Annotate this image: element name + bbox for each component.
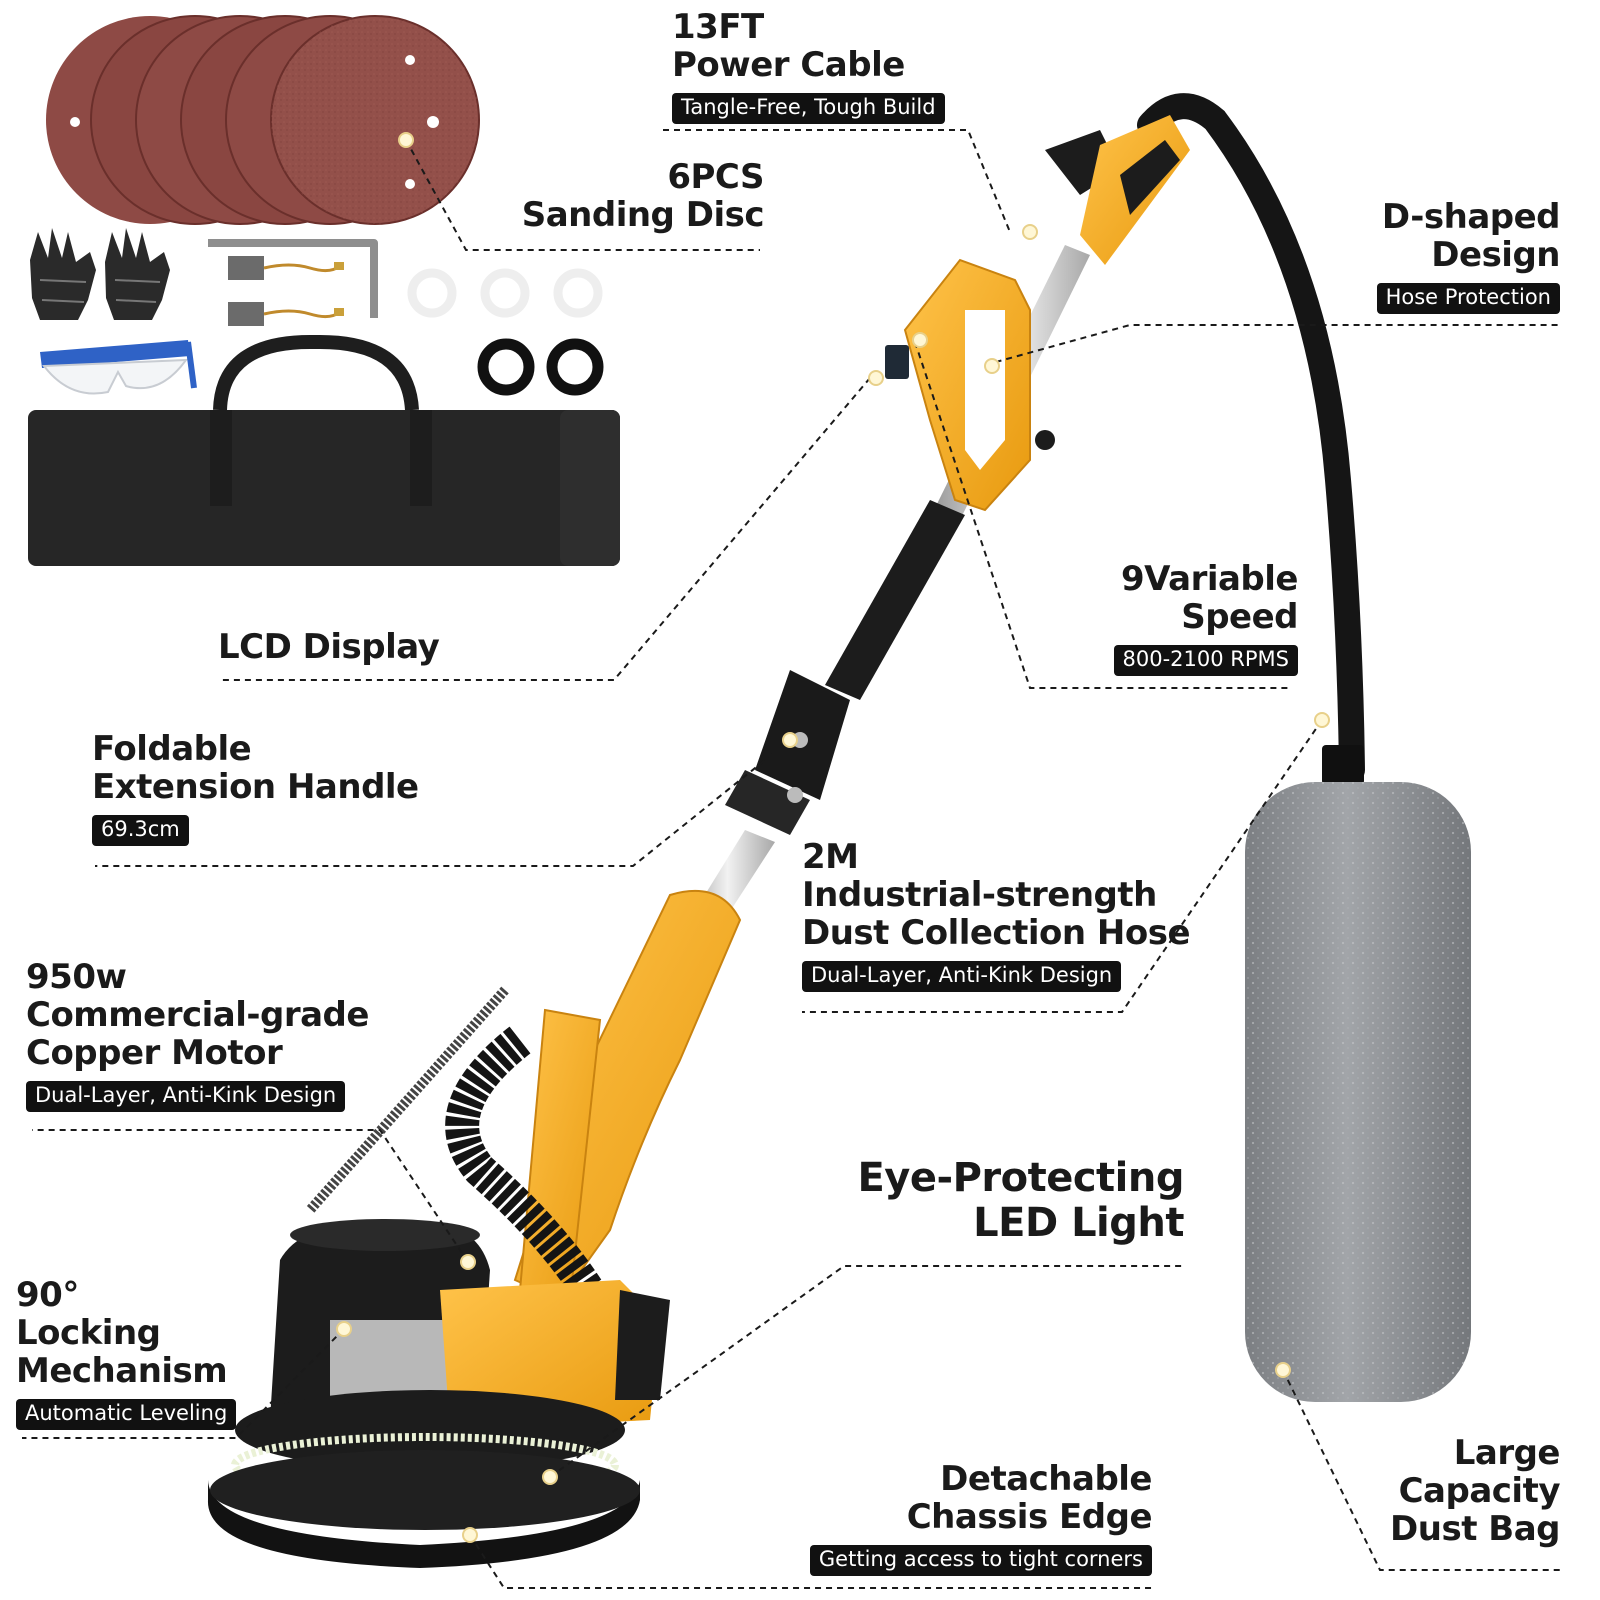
badge-copper-motor: Dual-Layer, Anti-Kink Design (26, 1081, 346, 1112)
dust-bag (1245, 782, 1471, 1402)
label-d-shaped-line2: Design (1431, 235, 1560, 276)
dot-led-light (542, 1469, 558, 1485)
dot-copper-motor (460, 1254, 476, 1270)
label-dust-bag-line2: Capacity (1398, 1471, 1561, 1512)
dust-collection-hose (1137, 93, 1365, 785)
line-copper-motor (32, 1129, 469, 1263)
dot-d-shaped (984, 358, 1000, 374)
dot-locking (336, 1321, 352, 1337)
line-d-shaped (984, 324, 1560, 366)
badge-foldable-handle: 69.3cm (92, 815, 189, 846)
dot-foldable-handle (782, 732, 798, 748)
line-foldable-handle (95, 739, 791, 867)
label-locking-line3: Mechanism (16, 1351, 228, 1392)
dot-power-cable (1022, 224, 1038, 240)
label-foldable-handle-line1: Foldable (92, 729, 252, 769)
label-dust-hose-line1: 2M (802, 837, 859, 877)
label-dust-hose-line3: Dust Collection Hose (802, 913, 1191, 954)
carrying-bag (28, 334, 620, 566)
label-led-light-line1: Eye-Protecting (857, 1155, 1184, 1201)
label-lcd-display-line1: LCD Display (218, 627, 440, 667)
label-copper-motor-line2: Commercial-grade (26, 995, 369, 1036)
safety-goggles (40, 340, 197, 395)
label-sanding-disc-line2: Sanding Disc (521, 195, 765, 236)
label-led-light-line2: LED Light (973, 1199, 1184, 1246)
line-dust-hose (802, 719, 1323, 1013)
label-dust-hose-line2: Industrial-strength (802, 875, 1157, 916)
washers (407, 268, 604, 396)
label-power-cable: 13FT Power Cable Tangle-Free, Tough Buil… (672, 8, 945, 124)
dot-chassis-edge (462, 1527, 478, 1543)
line-dust-bag (1282, 1369, 1560, 1571)
gloves (30, 228, 170, 320)
label-led-light: Eye-Protecting LED Light (857, 1156, 1184, 1246)
carbon-brushes-and-wrench (208, 239, 378, 326)
label-variable-speed-line2: Speed (1181, 597, 1298, 638)
badge-dust-hose: Dual-Layer, Anti-Kink Design (802, 961, 1122, 992)
dot-lcd-display (868, 370, 884, 386)
label-sanding-disc-line1: 6PCS (667, 157, 764, 197)
badge-chassis-edge: Getting access to tight corners (809, 1545, 1152, 1576)
drywall-sander (207, 115, 1190, 1568)
label-power-cable-line2: Power Cable (672, 45, 905, 86)
label-sanding-disc: 6PCS Sanding Disc (521, 157, 765, 236)
label-chassis-edge-line1: Detachable (940, 1459, 1152, 1499)
callout-lines (22, 129, 1560, 1589)
badge-d-shaped: Hose Protection (1376, 283, 1560, 314)
line-sanding-disc (405, 139, 760, 251)
label-foldable-handle-line2: Extension Handle (92, 767, 419, 808)
label-dust-bag: Large Capacity Dust Bag (1390, 1434, 1560, 1548)
label-d-shaped: D-shaped Design Hose Protection (1376, 197, 1561, 314)
label-power-cable-line1: 13FT (672, 7, 764, 47)
label-dust-hose: 2M Industrial-strength Dust Collection H… (802, 837, 1191, 992)
label-variable-speed: 9Variable Speed 800-2100 RPMS (1113, 559, 1299, 676)
sanding-discs (46, 15, 480, 225)
dot-sanding-disc (398, 132, 414, 148)
label-copper-motor-line3: Copper Motor (26, 1033, 283, 1074)
label-dust-bag-line3: Dust Bag (1390, 1509, 1560, 1550)
label-copper-motor-line1: 950w (26, 957, 127, 997)
label-locking-line1: 90° (16, 1275, 79, 1315)
dot-dust-bag (1275, 1362, 1291, 1378)
label-d-shaped-line1: D-shaped (1381, 197, 1561, 237)
line-power-cable (663, 129, 1011, 233)
label-chassis-edge-line2: Chassis Edge (906, 1497, 1153, 1538)
line-variable-speed (914, 341, 1292, 689)
badge-locking: Automatic Leveling (16, 1399, 237, 1430)
label-dust-bag-line1: Large (1453, 1433, 1561, 1473)
line-led-light (549, 1265, 1184, 1478)
label-lcd-display: LCD Display (218, 627, 440, 667)
badge-variable-speed: 800-2100 RPMS (1113, 645, 1298, 676)
label-locking-line2: Locking (16, 1313, 161, 1354)
callout-dots (336, 132, 1330, 1543)
label-foldable-handle: Foldable Extension Handle 69.3cm (92, 730, 419, 846)
label-chassis-edge: Detachable Chassis Edge Getting access t… (809, 1459, 1153, 1576)
dot-dust-hose (1314, 712, 1330, 728)
badge-power-cable: Tangle-Free, Tough Build (672, 93, 945, 124)
label-locking: 90° Locking Mechanism Automatic Leveling (16, 1275, 237, 1430)
label-copper-motor: 950w Commercial-grade Copper Motor Dual-… (26, 958, 369, 1112)
label-variable-speed-line1: 9Variable (1121, 559, 1298, 599)
dot-variable-speed (912, 332, 928, 348)
